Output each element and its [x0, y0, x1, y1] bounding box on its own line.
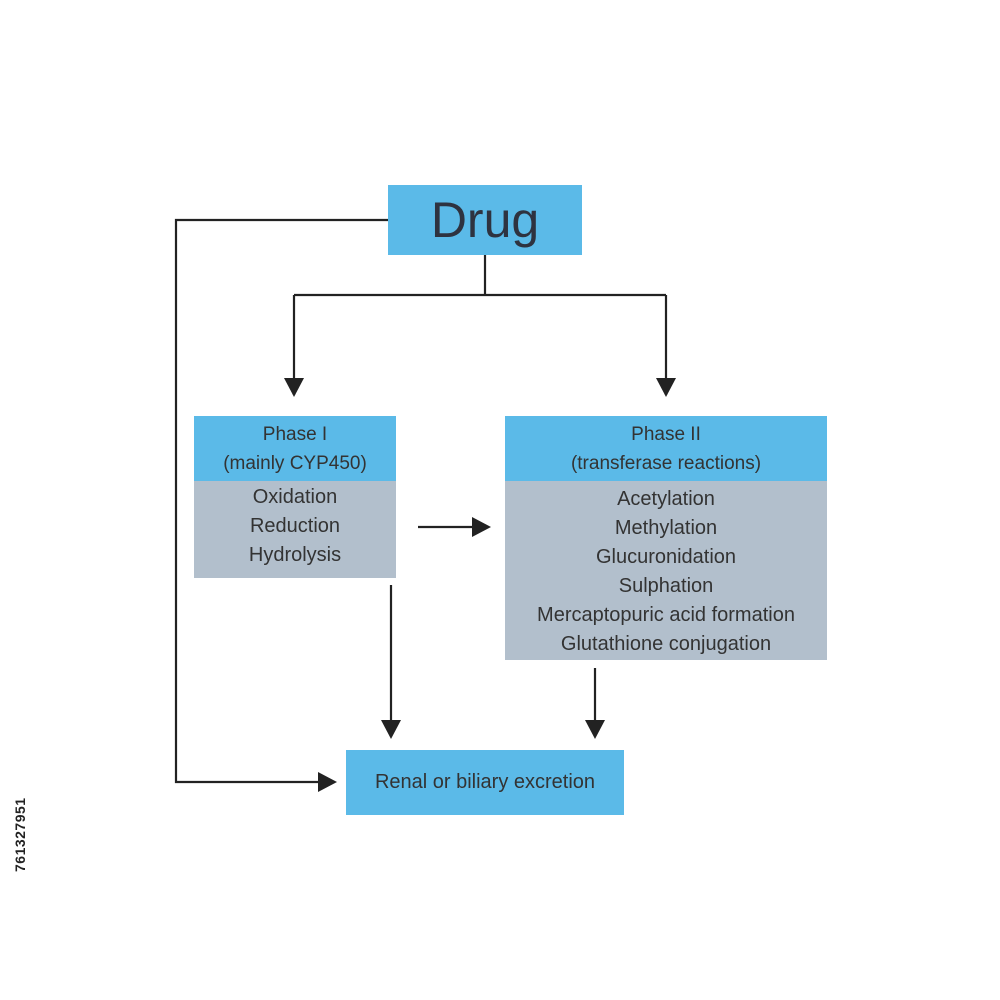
phase2-subtitle: (transferase reactions) — [570, 452, 762, 474]
phase2-item: Acetylation — [617, 488, 715, 510]
arrowhead-phase1 — [284, 378, 304, 397]
arrowhead-bypass-to-excretion — [318, 772, 337, 792]
phase1-title: Phase I — [262, 423, 328, 445]
arrowhead-phase1-to-excretion — [381, 720, 401, 739]
stock-id-label: 761327951 — [12, 797, 28, 873]
phase2-title: Phase II — [631, 423, 701, 445]
phase2-header: Phase II (transferase reactions) — [505, 416, 827, 481]
arrowhead-phase2-to-excretion — [585, 720, 605, 739]
drug-node: Drug — [388, 185, 582, 255]
phase2-item: Glucuronidation — [595, 546, 737, 568]
excretion-label: Renal or biliary excretion — [374, 771, 596, 793]
arrow-drug-bypass-to-excretion — [174, 218, 388, 784]
phase1-item: Oxidation — [252, 486, 338, 508]
phase2-item: Glutathione conjugation — [560, 633, 772, 655]
drug-label: Drug — [430, 192, 540, 248]
phase2-item: Mercaptopuric acid formation — [537, 604, 795, 626]
phase2-reaction-list: Acetylation Methylation Glucuronidation … — [505, 481, 827, 660]
phase1-subtitle: (mainly CYP450) — [223, 452, 367, 474]
phase1-reaction-list: Oxidation Reduction Hydrolysis — [194, 481, 396, 578]
phase1-header: Phase I (mainly CYP450) — [194, 416, 396, 481]
arrowhead-phase2 — [656, 378, 676, 397]
phase2-item: Methylation — [614, 517, 718, 539]
phase2-item: Sulphation — [618, 575, 714, 597]
excretion-node: Renal or biliary excretion — [346, 750, 624, 815]
arrowhead-phase1-to-phase2 — [472, 517, 491, 537]
phase1-item: Reduction — [249, 515, 341, 537]
phase1-item: Hydrolysis — [248, 544, 342, 566]
